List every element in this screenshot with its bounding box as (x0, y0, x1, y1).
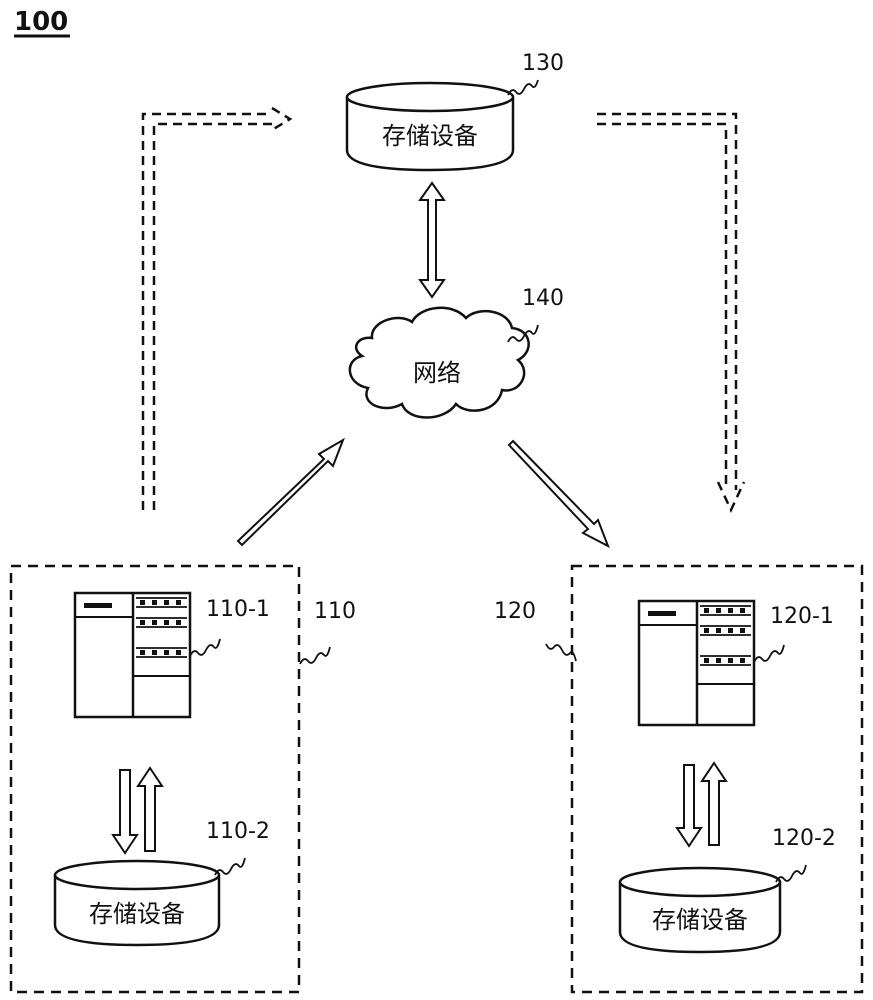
computer-110-1-ref: 110-1 (206, 597, 270, 622)
storage-130-ref: 130 (522, 51, 564, 76)
system-110-boundary (9, 564, 301, 994)
computer-120-1-ref: 120-1 (770, 604, 834, 629)
computer-120-1-leader (753, 644, 785, 663)
storage-device-110-2: 存储设备 (53, 859, 221, 947)
arrow-left-system-to-network (236, 437, 345, 547)
storage-120-2-ref: 120-2 (772, 826, 836, 851)
system-120-ref: 120 (494, 599, 536, 624)
system-120-boundary (570, 564, 864, 994)
computer-110-1 (73, 591, 192, 719)
computer-120-1 (637, 599, 756, 727)
double-arrow-120 (675, 761, 728, 848)
network-cloud-140: 网络 (348, 306, 530, 419)
figure-number: 100 (14, 7, 68, 37)
storage-130-label: 存储设备 (382, 122, 478, 150)
storage-130-top (345, 81, 515, 113)
storage-110-2-leader (214, 857, 246, 876)
storage-120-2-leader (775, 864, 807, 883)
storage-110-2-ref: 110-2 (206, 819, 270, 844)
system-120-leader (545, 643, 577, 662)
storage-device-120-2: 存储设备 (618, 866, 782, 954)
storage-130-leader (507, 79, 539, 96)
computer-110-1-leader (189, 638, 221, 657)
storage-130-body (345, 97, 515, 172)
dashed-arrow-left-to-storage (141, 106, 293, 510)
dashed-arrow-storage-to-right (597, 112, 746, 513)
storage-device-130: 存储设备 (345, 81, 515, 172)
storage-110-2-label: 存储设备 (89, 900, 185, 928)
system-110-ref: 110 (314, 599, 356, 624)
double-arrow-110 (111, 766, 164, 855)
network-ref: 140 (522, 286, 564, 311)
arrow-network-to-right-system (507, 439, 610, 549)
double-arrow-storage-network (418, 181, 446, 299)
network-leader (507, 324, 539, 343)
storage-120-2-label: 存储设备 (652, 906, 748, 934)
network-label: 网络 (413, 359, 461, 387)
system-110-leader (299, 646, 331, 665)
